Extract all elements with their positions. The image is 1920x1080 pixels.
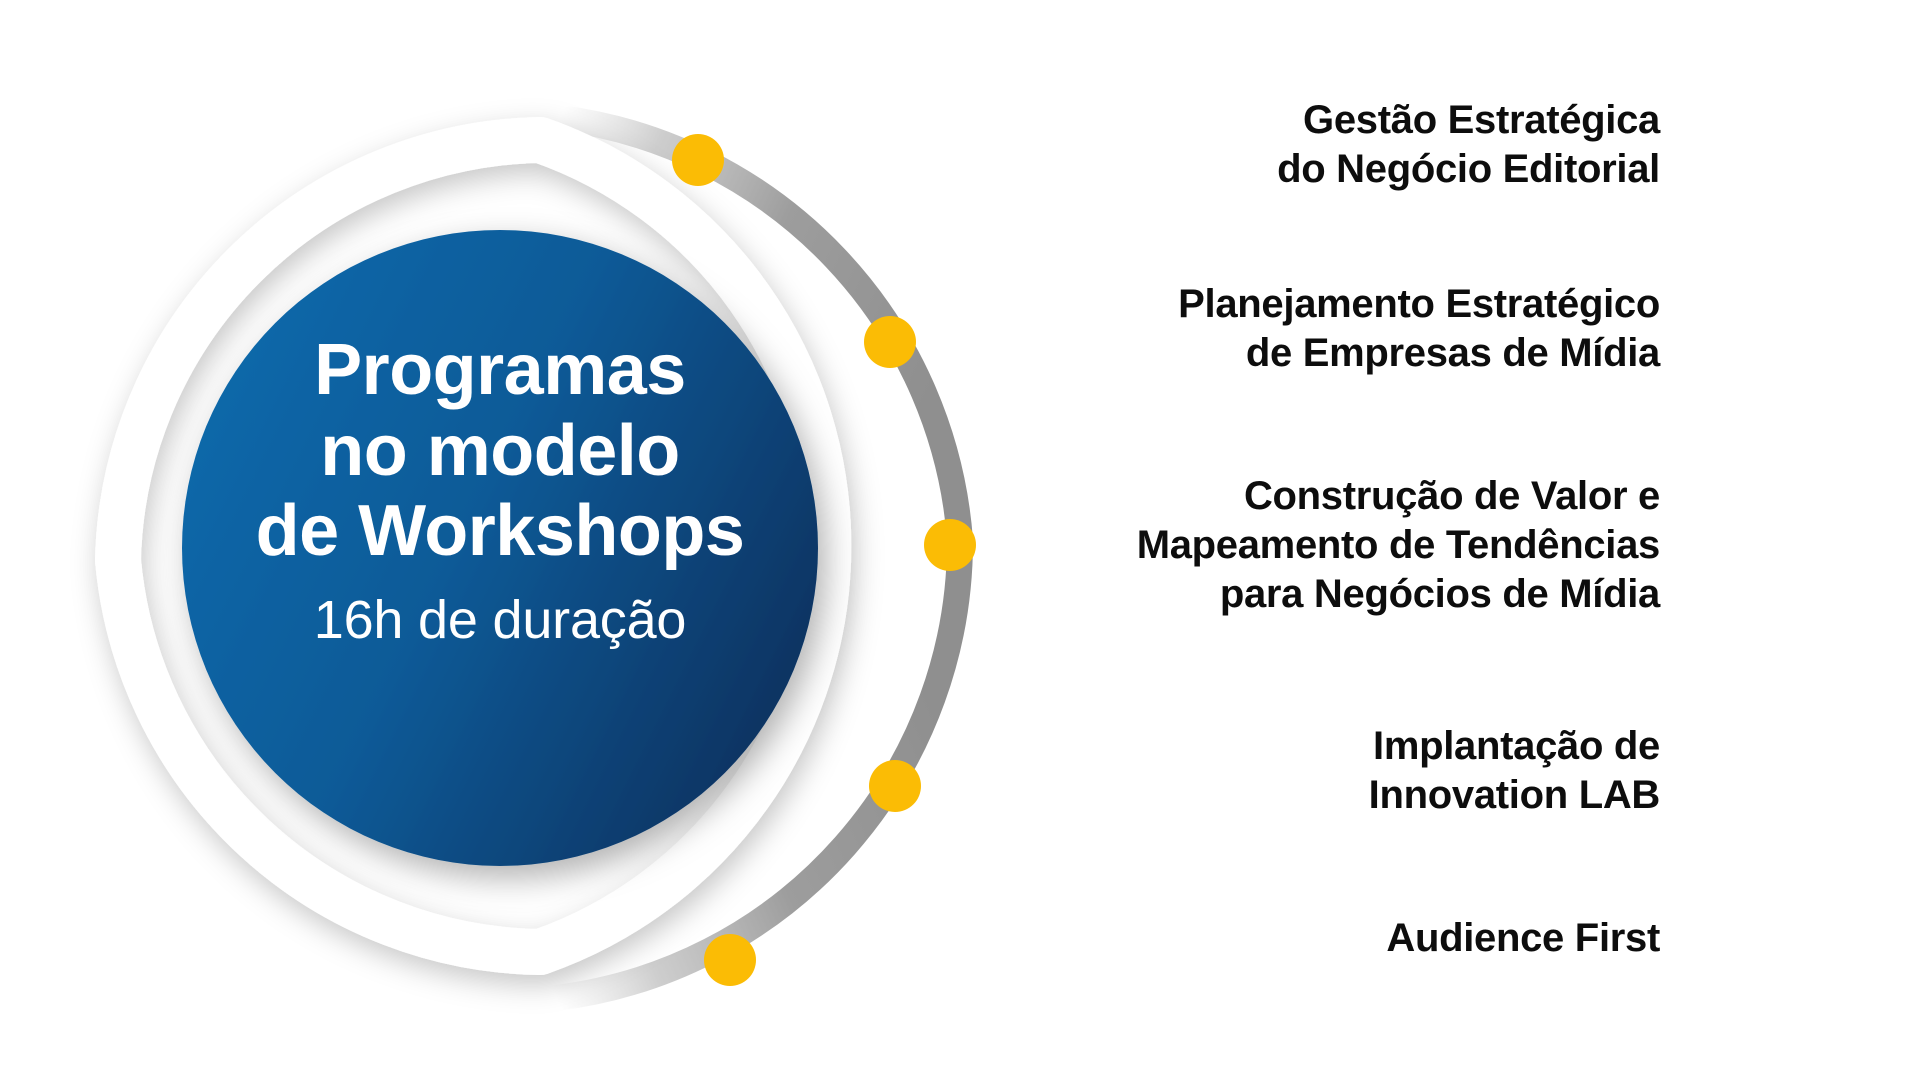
center-circle [182,230,818,866]
node-dot-1[interactable] [672,134,724,186]
node-dots [672,134,976,986]
item-label-gestao-estrategica[interactable]: Gestão Estratégica do Negócio Editorial [1277,98,1660,191]
node-dot-2[interactable] [864,316,916,368]
white-ring [95,117,852,975]
node-dot-4[interactable] [869,760,921,812]
gray-arc [543,105,974,1011]
connector-lines [718,158,1272,962]
item-label-list: Gestão Estratégica do Negócio Editorial … [1120,0,1661,1080]
item-label-implantacao-innovation-lab[interactable]: Implantação de Innovation LAB [1368,724,1661,817]
item-label-audience-first[interactable]: Audience First [1386,916,1660,960]
node-dot-3[interactable] [924,519,976,571]
node-dot-5[interactable] [704,934,756,986]
item-label-construcao-de-valor[interactable]: Construção de Valor e Mapeamento de Tend… [1136,474,1661,616]
item-label-planejamento-estrategico[interactable]: Planejamento Estratégico de Empresas de … [1178,282,1660,375]
